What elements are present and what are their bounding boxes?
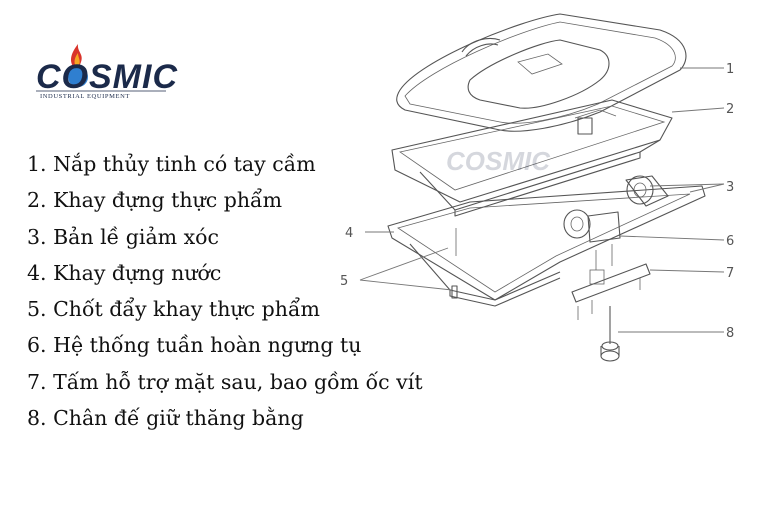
flame-icon bbox=[71, 44, 82, 68]
water-pan-part bbox=[387, 185, 706, 307]
callout-2: 2 bbox=[726, 102, 734, 117]
push-pin-part bbox=[451, 228, 458, 299]
legend-item-4: 4. Khay đựng nước bbox=[27, 260, 222, 285]
brand-logo: COSMIC INDUSTRIAL EQUIPMENT bbox=[34, 40, 184, 100]
parts-legend: 1. Nắp thủy tinh có tay cầm 2. Khay đựng… bbox=[27, 146, 423, 436]
logo-wordmark: COSMIC bbox=[36, 58, 178, 96]
svg-text:COSMIC: COSMIC bbox=[446, 146, 551, 176]
legend-item-5: 5. Chốt đẩy khay thực phẩm bbox=[27, 297, 320, 322]
legend-item-3: 3. Bản lề giảm xóc bbox=[27, 224, 220, 249]
callout-labels: 1 2 3 4 5 6 7 8 bbox=[340, 62, 734, 341]
callout-5: 5 bbox=[340, 274, 348, 289]
exploded-diagram: COSMIC bbox=[340, 13, 734, 362]
legend-item-6: 6. Hệ thống tuần hoàn ngưng tụ bbox=[27, 333, 362, 358]
diagram-watermark: COSMIC bbox=[446, 146, 551, 176]
leveling-foot-part bbox=[600, 306, 620, 362]
callout-4: 4 bbox=[345, 226, 353, 241]
globe-icon bbox=[68, 67, 88, 87]
condensation-system-part bbox=[563, 209, 621, 243]
support-plate-part bbox=[571, 244, 651, 320]
lid-part bbox=[396, 13, 687, 132]
logo-tagline: INDUSTRIAL EQUIPMENT bbox=[40, 93, 130, 100]
callout-7: 7 bbox=[726, 266, 734, 281]
hinge-part bbox=[625, 175, 669, 207]
food-pan-part bbox=[391, 99, 673, 217]
legend-item-1: 1. Nắp thủy tinh có tay cầm bbox=[27, 152, 316, 176]
callout-8: 8 bbox=[726, 326, 734, 341]
callout-6: 6 bbox=[726, 234, 734, 249]
legend-item-8: 8. Chân đế giữ thăng bằng bbox=[27, 406, 304, 431]
leader-lines bbox=[359, 67, 725, 333]
callout-1: 1 bbox=[726, 62, 734, 77]
callout-3: 3 bbox=[726, 180, 734, 195]
legend-item-2: 2. Khay đựng thực phẩm bbox=[27, 188, 283, 213]
legend-item-7: 7. Tấm hỗ trợ mặt sau, bao gồm ốc vít bbox=[27, 369, 423, 394]
